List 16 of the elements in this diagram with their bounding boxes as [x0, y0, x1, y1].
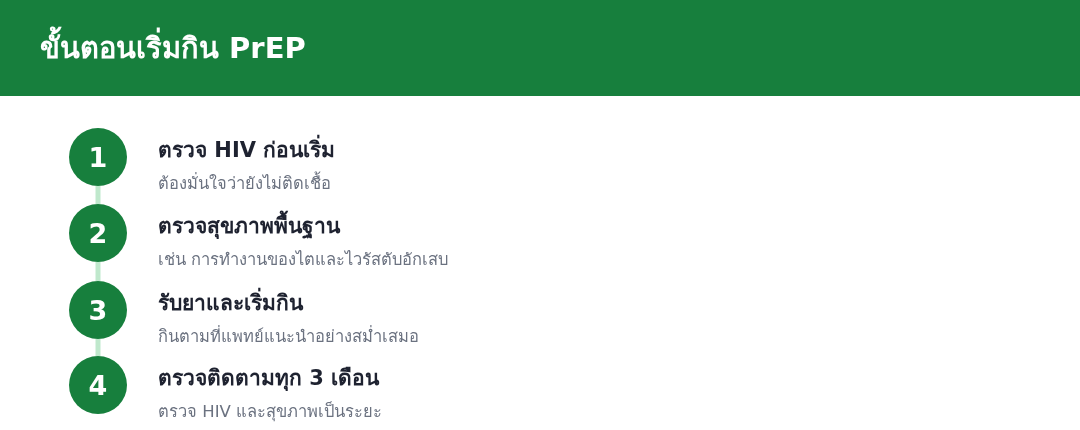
- step-description: เช่น การทำงานของไตและไวรัสตับอักเสบ: [158, 249, 449, 271]
- step-description: ตรวจ HIV และสุขภาพเป็นระยะ: [158, 400, 383, 424]
- number-circle: 1: [69, 128, 127, 186]
- step-heading: ตรวจติดตามทุก 3 เดือน: [158, 365, 380, 393]
- connector-line: [95, 339, 101, 356]
- step-description: กินตามที่แพทย์แนะนำอย่างสม่ำเสมอ: [158, 325, 419, 348]
- connector-line: [95, 186, 101, 204]
- title: ขั้นตอนเริ่มกิน PrEP: [40, 26, 306, 70]
- step-heading: ตรวจสุขภาพพื้นฐาน: [158, 211, 340, 241]
- number-circle: 3: [69, 281, 127, 339]
- step-description: ต้องมั่นใจว่ายังไม่ติดเชื้อ: [158, 172, 331, 196]
- number-circle: 2: [69, 204, 127, 262]
- step-heading: ตรวจ HIV ก่อนเริ่ม: [158, 135, 336, 165]
- connector-line: [95, 262, 101, 281]
- step-heading: รับยาและเริ่มกิน: [158, 288, 303, 318]
- number-circle: 4: [69, 356, 127, 414]
